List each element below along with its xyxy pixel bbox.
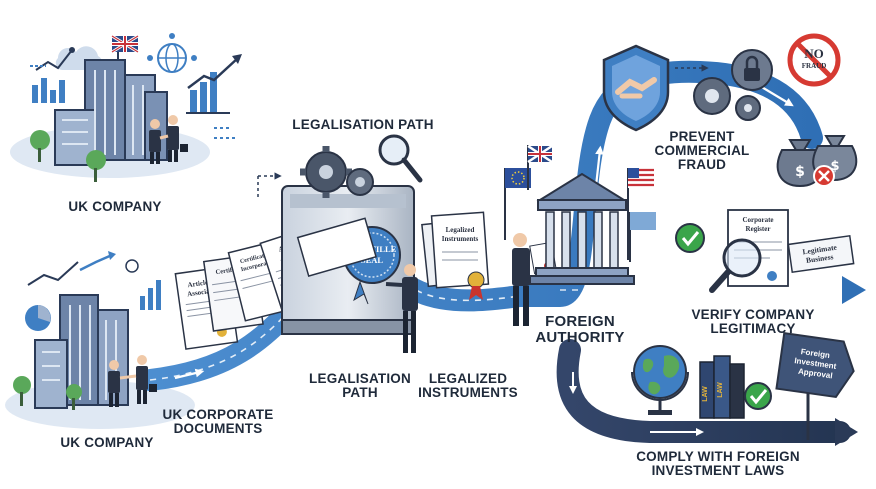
label-comply-laws: COMPLY WITH FOREIGN INVESTMENT LAWS [636, 449, 800, 479]
comply-laws-scene: LAW LAW Foreign Investment Approval [631, 331, 855, 440]
eu-flag-icon [504, 168, 531, 240]
label-verify-legitimacy: VERIFY COMPANY LEGITIMACY [691, 307, 815, 337]
legit-line2: Business [805, 252, 834, 265]
label-prevent-fraud: PREVENT COMMERCIAL FRAUD [654, 129, 750, 173]
no-fraud-text-fraud: FRAUD [802, 62, 827, 70]
dollar-sign-2: $ [830, 159, 839, 174]
register-line2: Register [746, 225, 771, 233]
book1-label: LAW [702, 386, 709, 402]
bottom-charts-icon [25, 251, 161, 331]
globe-icon [631, 345, 689, 415]
legalized-instruments-docs: Legalized Instruments [421, 211, 490, 300]
label-foreign-authority: FOREIGN AUTHORITY [535, 313, 625, 346]
label-legalisation-path-top: LEGALISATION PATH [292, 117, 434, 132]
money-bags-icon: $ $ [776, 135, 858, 188]
legalized-doc-line1: Legalized [446, 226, 475, 234]
sign-line1: Foreign [800, 347, 830, 360]
uk-company-top-scene [30, 33, 242, 182]
no-fraud-icon: NO FRAUD [787, 33, 841, 87]
legalized-doc-line2: Instruments [442, 235, 479, 243]
approval-sign-icon: Foreign Investment Approval [775, 331, 855, 440]
network-globe-icon [147, 33, 197, 73]
trend-chart-icon [186, 54, 242, 114]
us-flag-icon [627, 168, 654, 260]
businessmen-handshake-top [149, 115, 188, 164]
businessmen-handshake-bottom [108, 355, 157, 407]
register-line1: Corporate [742, 216, 773, 224]
uk-company-bottom-scene [13, 251, 161, 410]
verify-legitimacy-scene: Corporate Register Legitimate Business [675, 209, 855, 293]
shield-handshake-icon [602, 44, 670, 132]
apostille-machine: APOSTILLE SEAL [257, 134, 423, 335]
label-legalized-instruments: LEGALIZED INSTRUMENTS [418, 371, 518, 401]
seal-line2: SEAL [361, 255, 384, 265]
law-books-icon: LAW LAW [699, 355, 745, 419]
foreign-authority-building [504, 144, 656, 285]
no-fraud-text-no: NO [804, 46, 824, 61]
gears-icon [300, 146, 374, 198]
uk-flag-icon [111, 34, 139, 60]
label-uk-company-bottom: UK COMPANY [60, 435, 154, 450]
growth-chart-icon [30, 47, 75, 103]
label-legalisation-path-bottom: LEGALISATION PATH [309, 371, 411, 401]
label-uk-company-top: UK COMPANY [68, 199, 162, 214]
doc-certificate-label: Certificate [215, 265, 245, 276]
uk-flag-small-icon [527, 144, 553, 190]
blue-flag-icon [629, 212, 656, 262]
book2-label: LAW [717, 382, 724, 398]
lock-gears-icon [693, 49, 773, 121]
label-uk-corporate-documents: UK CORPORATE DOCUMENTS [162, 407, 274, 437]
operator-person [385, 264, 418, 353]
dollar-sign-1: $ [795, 164, 805, 180]
magnifier-icon [378, 134, 423, 183]
